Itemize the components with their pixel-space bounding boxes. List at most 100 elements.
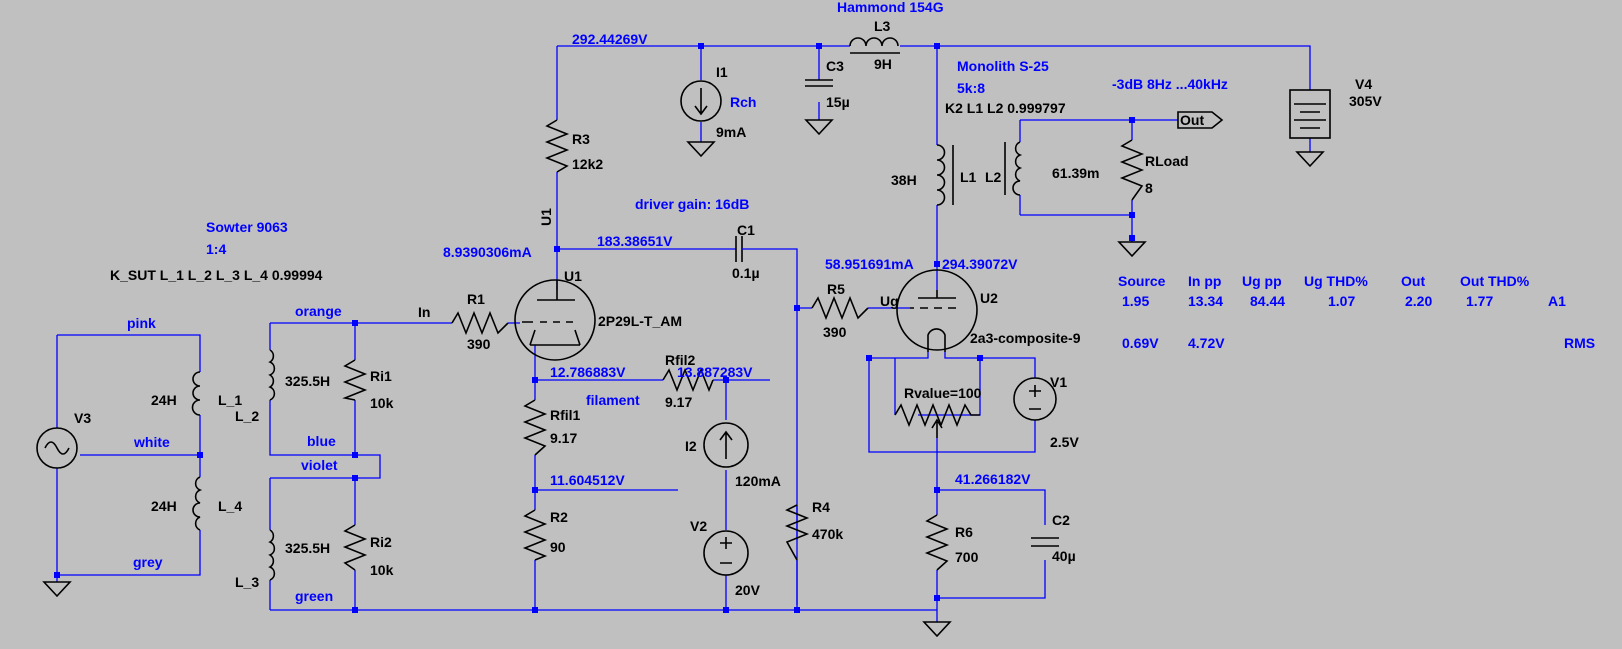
label-l_4: L_4 xyxy=(218,498,242,514)
label-c1-val: 0.1µ xyxy=(732,265,760,281)
label-violet: violet xyxy=(301,457,338,473)
label-l3: L3 xyxy=(874,18,891,34)
label-u1: U1 xyxy=(564,268,582,284)
meas-header: In pp xyxy=(1188,273,1221,289)
label-rload-val: 8 xyxy=(1145,180,1153,196)
label-ksut: K_SUT L_1 L_2 L_3 L_4 0.99994 xyxy=(110,267,323,283)
label-ug: Ug xyxy=(880,293,899,309)
label-v3: V3 xyxy=(74,410,91,426)
ri2-resistor xyxy=(342,524,368,571)
rfil1-resistor xyxy=(522,399,548,456)
l2-secondary-winding xyxy=(1012,141,1023,196)
r2-resistor xyxy=(522,509,548,561)
i1-current-source xyxy=(680,80,722,158)
label-l3-val: 9H xyxy=(874,56,892,72)
v4-battery xyxy=(1289,89,1331,168)
label-v-cathode: 41.266182V xyxy=(955,471,1031,487)
label-in: In xyxy=(418,304,430,320)
label-i-u2: 58.951691mA xyxy=(825,256,914,272)
r1-resistor xyxy=(451,310,509,336)
label-green: green xyxy=(295,588,333,604)
meas-cell: 1.07 xyxy=(1328,293,1355,309)
ri1-resistor xyxy=(342,359,368,401)
label-l3s-val: 325.5H xyxy=(285,540,330,556)
wires xyxy=(56,45,1311,622)
label-v-fil-right: 13.887283V xyxy=(677,364,753,380)
label-r5: R5 xyxy=(827,281,845,297)
label-ri2-val: 10k xyxy=(370,562,394,578)
label-tube2: 2a3-composite-9 xyxy=(970,330,1081,346)
label-r3: R3 xyxy=(572,131,590,147)
label-u2: U2 xyxy=(980,290,998,306)
c2-capacitor xyxy=(1031,537,1059,547)
out-port[interactable] xyxy=(1177,111,1224,129)
label-r2-val: 90 xyxy=(550,539,566,555)
v1-voltage-source xyxy=(1013,377,1057,421)
label-u1-vert: U1 xyxy=(538,208,554,226)
meas-cell: RMS xyxy=(1564,335,1595,351)
label-hammond: Hammond 154G xyxy=(837,0,944,15)
meas-header: Source xyxy=(1118,273,1166,289)
i2-current-source xyxy=(703,422,749,468)
label-white: white xyxy=(133,434,170,450)
ground-icon xyxy=(42,581,72,598)
label-l_1: L_1 xyxy=(218,392,242,408)
junctions xyxy=(54,43,1135,613)
label-i1: I1 xyxy=(716,64,728,80)
label-v-fil-bot: 11.604512V xyxy=(550,472,625,488)
u1-tube xyxy=(514,279,596,361)
label-r5-val: 390 xyxy=(823,324,847,340)
label-r4-val: 470k xyxy=(812,526,843,542)
label-l_2: L_2 xyxy=(235,408,259,424)
ground-icon xyxy=(1117,241,1147,258)
l_4-winding xyxy=(192,476,203,531)
label-c3: C3 xyxy=(826,58,844,74)
label-i-u1: 8.9390306mA xyxy=(443,244,532,260)
label-rch: Rch xyxy=(730,94,756,110)
label-v2-val: 20V xyxy=(735,582,761,598)
label-v-u2-plate: 294.39072V xyxy=(942,256,1018,272)
meas-header: Out THD% xyxy=(1460,273,1530,289)
l_3-winding xyxy=(268,529,276,581)
meas-header: Out xyxy=(1401,273,1425,289)
label-r3-val: 12k2 xyxy=(572,156,603,172)
label-monolith: Monolith S-25 xyxy=(957,58,1049,74)
meas-cell: 1.95 xyxy=(1122,293,1149,309)
label-rfil2-val: 9.17 xyxy=(665,394,692,410)
label-k2: K2 L1 L2 0.999797 xyxy=(945,100,1066,116)
label-l_1-ind: 24H xyxy=(151,392,177,408)
l1-primary-winding xyxy=(936,144,946,206)
ground-icon xyxy=(922,621,952,638)
label-l1: L1 xyxy=(960,169,977,185)
meas-header: Ug pp xyxy=(1242,273,1282,289)
labels: Hammond 154G 292.44269V L3 9H I1 Rch 9mA… xyxy=(74,0,1382,604)
label-v1-val: 2.5V xyxy=(1050,434,1079,450)
label-l_3: L_3 xyxy=(235,574,259,590)
rvalue-potentiometer xyxy=(894,402,980,428)
label-filament: filament xyxy=(586,392,640,408)
rfil2-resistor xyxy=(662,367,714,393)
label-v1: V1 xyxy=(1050,374,1067,390)
label-ri2: Ri2 xyxy=(370,534,392,550)
label-i1-val: 9mA xyxy=(716,124,746,140)
meas-cell: 13.34 xyxy=(1188,293,1223,309)
label-v4: V4 xyxy=(1355,76,1372,92)
measurements-table: Source In pp Ug pp Ug THD% Out Out THD% … xyxy=(1118,273,1595,351)
label-l_4-ind: 24H xyxy=(151,498,177,514)
label-v2: V2 xyxy=(690,518,707,534)
r5-resistor xyxy=(811,295,869,321)
label-r6-val: 700 xyxy=(955,549,979,565)
label-c1: C1 xyxy=(737,222,755,238)
label-rfil1-val: 9.17 xyxy=(550,430,577,446)
label-ri1-val: 10k xyxy=(370,395,394,411)
label-ratio-in: 1:4 xyxy=(206,241,226,257)
label-pink: pink xyxy=(127,315,156,331)
label-r2: R2 xyxy=(550,509,568,525)
meas-cell: 4.72V xyxy=(1188,335,1225,351)
rload-resistor xyxy=(1119,139,1145,201)
l_2-winding xyxy=(268,349,276,401)
label-blue: blue xyxy=(307,433,336,449)
label-tube1: 2P29L-T_AM xyxy=(598,313,682,329)
label-grey: grey xyxy=(133,554,163,570)
